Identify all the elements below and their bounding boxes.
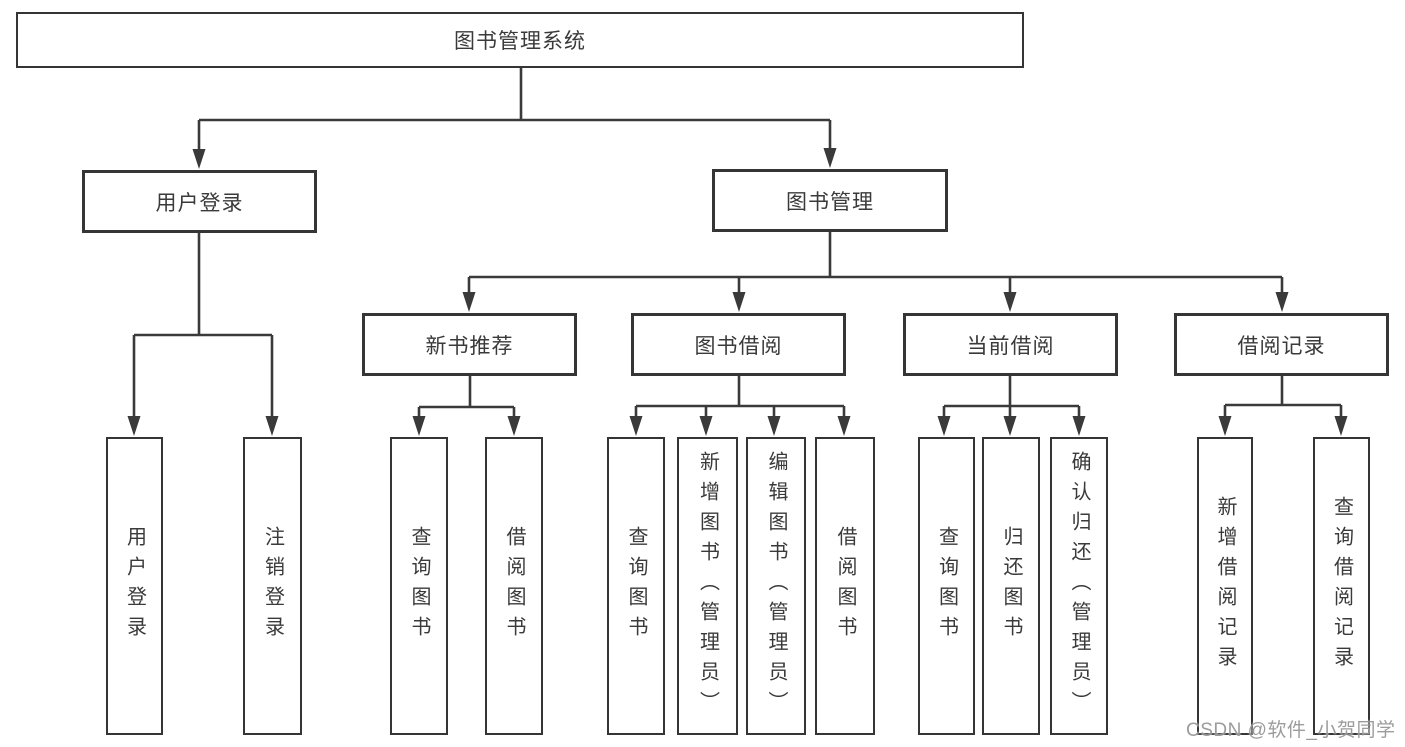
watermark: CSDN @软件_小贺同学 xyxy=(1186,720,1396,741)
leaf-label: 新增图书（管理员） xyxy=(696,451,719,721)
leaf-label: 编辑图书（管理员） xyxy=(765,451,787,721)
leaf-label: 查询图书 xyxy=(408,526,430,646)
leaf-current-query-books: 查询图书 xyxy=(918,437,975,735)
node-label: 新书推荐 xyxy=(425,334,514,358)
node-label: 借阅记录 xyxy=(1237,334,1326,358)
leaf-confirm-return-admin: 确认归还（管理员） xyxy=(1050,437,1108,735)
leaf-edit-books-admin: 编辑图书（管理员） xyxy=(746,437,806,735)
node-current-borrowing: 当前借阅 xyxy=(903,313,1118,376)
node-new-book-recommendation: 新书推荐 xyxy=(362,313,577,376)
node-borrowing-records: 借阅记录 xyxy=(1174,313,1389,376)
leaf-borrowing-borrow-books: 借阅图书 xyxy=(815,437,875,735)
node-label: 用户登录 xyxy=(155,191,244,215)
node-label: 当前借阅 xyxy=(966,334,1055,358)
leaf-label: 注销登录 xyxy=(261,526,284,646)
leaf-label: 借阅图书 xyxy=(834,526,856,646)
leaf-label: 确认归还（管理员） xyxy=(1068,451,1090,721)
leaf-label: 借阅图书 xyxy=(503,526,525,646)
leaf-label: 用户登录 xyxy=(123,526,146,646)
leaf-add-books-admin: 新增图书（管理员） xyxy=(677,437,738,735)
leaf-query-borrow-record: 查询借阅记录 xyxy=(1313,437,1370,735)
node-library-management-system: 图书管理系统 xyxy=(16,12,1024,68)
leaf-label: 查询图书 xyxy=(625,526,647,646)
leaf-newbook-query-books: 查询图书 xyxy=(390,437,448,735)
node-user-login: 用户登录 xyxy=(82,170,317,233)
leaf-label: 查询图书 xyxy=(935,526,958,646)
leaf-user-login: 用户登录 xyxy=(106,437,163,735)
leaf-logout-login: 注销登录 xyxy=(243,437,302,735)
leaf-return-books: 归还图书 xyxy=(982,437,1040,735)
leaf-borrowing-query-books: 查询图书 xyxy=(607,437,665,735)
leaf-label: 查询借阅记录 xyxy=(1330,496,1353,676)
node-book-borrowing: 图书借阅 xyxy=(631,313,846,376)
leaf-newbook-borrow-books: 借阅图书 xyxy=(485,437,543,735)
node-label: 图书管理系统 xyxy=(454,30,586,53)
node-label: 图书管理 xyxy=(786,190,874,214)
node-label: 图书借阅 xyxy=(694,334,783,358)
node-book-management: 图书管理 xyxy=(712,169,948,232)
leaf-label: 归还图书 xyxy=(1000,526,1022,646)
leaf-add-borrow-record: 新增借阅记录 xyxy=(1197,437,1253,735)
leaf-label: 新增借阅记录 xyxy=(1214,496,1236,676)
